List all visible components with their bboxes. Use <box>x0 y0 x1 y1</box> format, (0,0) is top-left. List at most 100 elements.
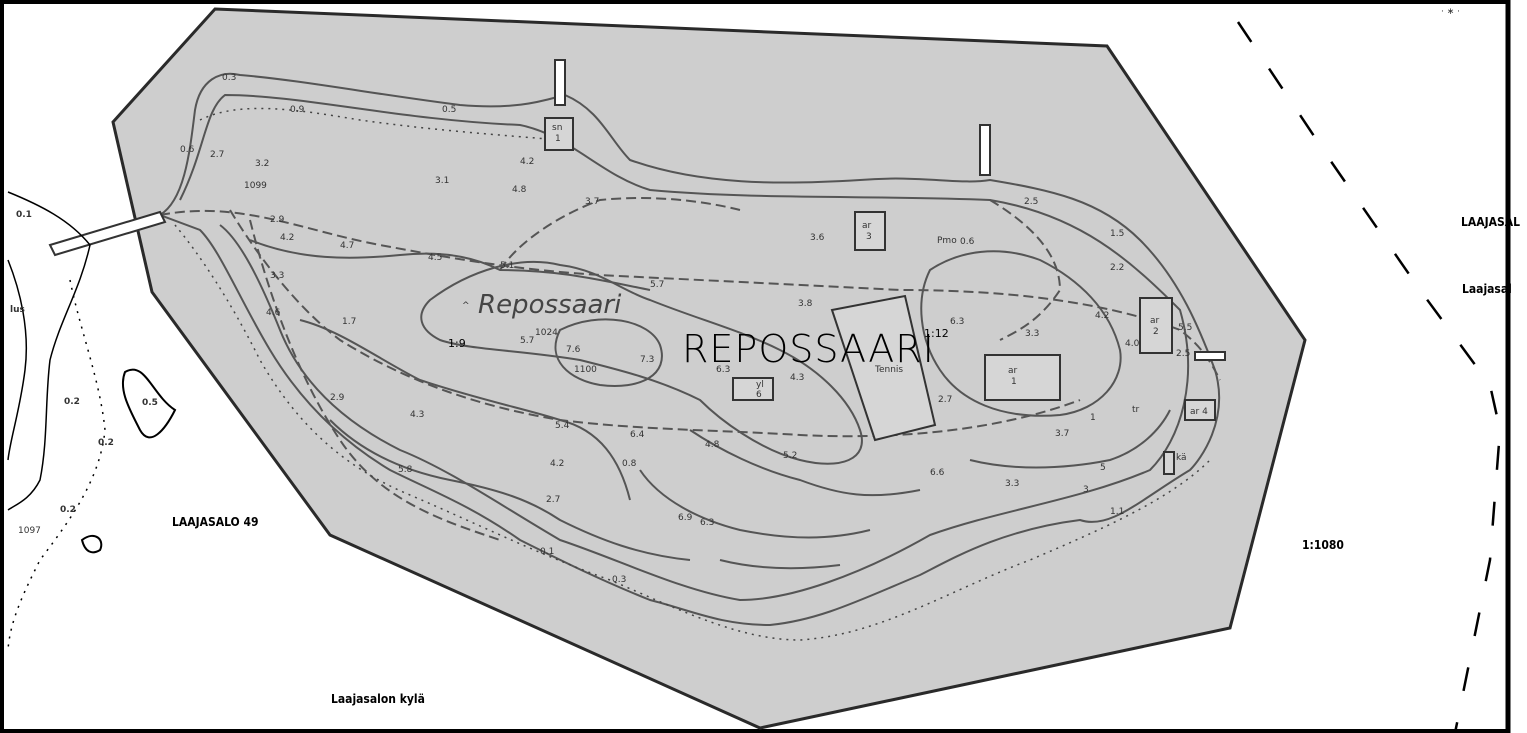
depth-label: 5.4 <box>555 421 570 431</box>
building-yl6[interactable] <box>732 377 774 401</box>
depth-label: 6.3 <box>950 317 964 327</box>
depth-label: 7.3 <box>640 355 654 365</box>
label-ar4: ar 4 <box>1190 407 1208 417</box>
left-depth-02c: 0.2 <box>60 505 76 515</box>
label-tr: tr <box>1132 405 1140 415</box>
building-ka[interactable] <box>1163 451 1175 475</box>
navigation-dashed-line <box>1236 21 1502 733</box>
building-ar2[interactable] <box>1139 297 1173 354</box>
label-1100: 1100 <box>574 365 597 375</box>
left-depth-02b: 0.2 <box>98 438 114 448</box>
label-sn1-num: 1 <box>555 134 561 144</box>
depth-label: 0.6 <box>960 237 975 247</box>
depth-label: 2.5 <box>1176 349 1190 359</box>
depth-label: 5.5 <box>1178 323 1192 333</box>
depth-label: 6.6 <box>930 468 945 478</box>
buildings[interactable] <box>544 117 1216 475</box>
depth-label: 3.7 <box>585 197 599 207</box>
tennis-court[interactable] <box>830 294 937 442</box>
label-1024: 1024 <box>535 328 558 338</box>
island-title: REPOSSAARI <box>682 327 935 371</box>
label-ar3-num: 3 <box>866 232 872 242</box>
label-pmo: Pmo <box>937 236 957 246</box>
piers <box>48 59 1226 361</box>
label-ar3: ar <box>862 221 872 231</box>
depth-label: 0.3 <box>222 73 236 83</box>
depth-label: 3.2 <box>255 159 269 169</box>
island-repossaari[interactable] <box>157 72 1221 627</box>
depth-label: 4.3 <box>410 410 424 420</box>
depth-label: 6.3 <box>700 518 714 528</box>
label-ar2-num: 2 <box>1153 327 1159 337</box>
vegetation-symbol: ^ <box>462 301 470 311</box>
left-lus: lus <box>10 305 25 315</box>
label-scale: 1:1080 <box>1302 538 1344 552</box>
shoreline-dots <box>174 107 1211 641</box>
building-ar1[interactable] <box>984 354 1061 401</box>
left-rock <box>121 368 177 439</box>
depth-label: 2.9 <box>270 215 285 225</box>
depth-label: 6.4 <box>630 430 645 440</box>
depth-label: 4.2 <box>280 233 294 243</box>
left-depth-01: 0.1 <box>16 210 32 220</box>
label-yl6: yl <box>756 380 764 390</box>
depth-label: 3 <box>1083 485 1089 495</box>
depth-label: 3.6 <box>810 233 825 243</box>
label-ar2: ar <box>1150 316 1160 326</box>
left-shore <box>7 191 91 511</box>
label-laajasalo-caps: LAAJASAL <box>1461 215 1520 229</box>
depth-labels: 0.3 0.9 0.5 0.6 2.7 3.2 3.1 4.2 4.8 3.7 2.9 4.7 4.5 5… <box>180 73 1192 585</box>
building-ar4[interactable] <box>1184 399 1216 421</box>
depth-label: 3.3 <box>1025 329 1039 339</box>
label-laajasalo-49: LAAJASALO 49 <box>172 515 259 529</box>
depth-label: 3.3 <box>1005 479 1019 489</box>
depth-label: 4.8 <box>512 185 527 195</box>
depth-label: 4.3 <box>790 373 804 383</box>
label-ar1: ar <box>1008 366 1018 376</box>
depth-label: 4.2 <box>520 157 534 167</box>
label-yl6-num: 6 <box>756 390 762 400</box>
depth-label: 0.3 <box>612 575 626 585</box>
building-sn1[interactable] <box>544 117 574 151</box>
depth-label: 5.1 <box>500 261 514 271</box>
depth-label: 3.8 <box>798 299 813 309</box>
depth-label: 3.3 <box>270 271 284 281</box>
depth-label: 5.7 <box>650 280 664 290</box>
depth-label: 4.5 <box>428 253 442 263</box>
depth-label: 0.6 <box>180 145 195 155</box>
depth-label: 2.2 <box>1110 263 1124 273</box>
depth-label: 0.1 <box>540 547 554 557</box>
depth-label: 0.8 <box>622 459 637 469</box>
depth-label: 1 <box>1090 413 1096 423</box>
depth-label: 4.2 <box>550 459 564 469</box>
depth-label: 7.6 <box>566 345 581 355</box>
depth-label: 5.2 <box>783 451 797 461</box>
label-ar1-num: 1 <box>1011 377 1017 387</box>
label-1099: 1099 <box>244 181 267 191</box>
depth-label: 5 <box>1100 463 1106 473</box>
depth-label: 6.3 <box>716 365 730 375</box>
label-tennis: Tennis <box>874 365 903 375</box>
depth-label: 4.7 <box>340 241 354 251</box>
highlight-area[interactable] <box>111 7 1307 730</box>
label-ratio-19: 1:9 <box>448 337 466 350</box>
depth-label: 2.7 <box>938 395 952 405</box>
depth-label: 2.7 <box>546 495 560 505</box>
depth-label: 4.2 <box>1095 311 1109 321</box>
label-1097: 1097 <box>18 526 41 536</box>
left-depth-05: 0.5 <box>142 398 158 408</box>
depth-label: 5.8 <box>398 465 413 475</box>
depth-label: 6.9 <box>678 513 693 523</box>
label-ratio-112: 1:12 <box>924 327 949 340</box>
depth-label: 4.8 <box>705 440 720 450</box>
depth-label: 4.0 <box>1125 339 1140 349</box>
depth-label: 3.1 <box>435 176 449 186</box>
rock-symbols: · ∗ · <box>1441 7 1460 17</box>
island-italic-title: Repossaari <box>478 290 622 320</box>
depth-label: 0.9 <box>290 105 305 115</box>
depth-label: 1.1 <box>1110 507 1124 517</box>
building-ar3[interactable] <box>854 211 886 251</box>
depth-label: 0.5 <box>442 105 456 115</box>
depth-label: 2.9 <box>330 393 345 403</box>
